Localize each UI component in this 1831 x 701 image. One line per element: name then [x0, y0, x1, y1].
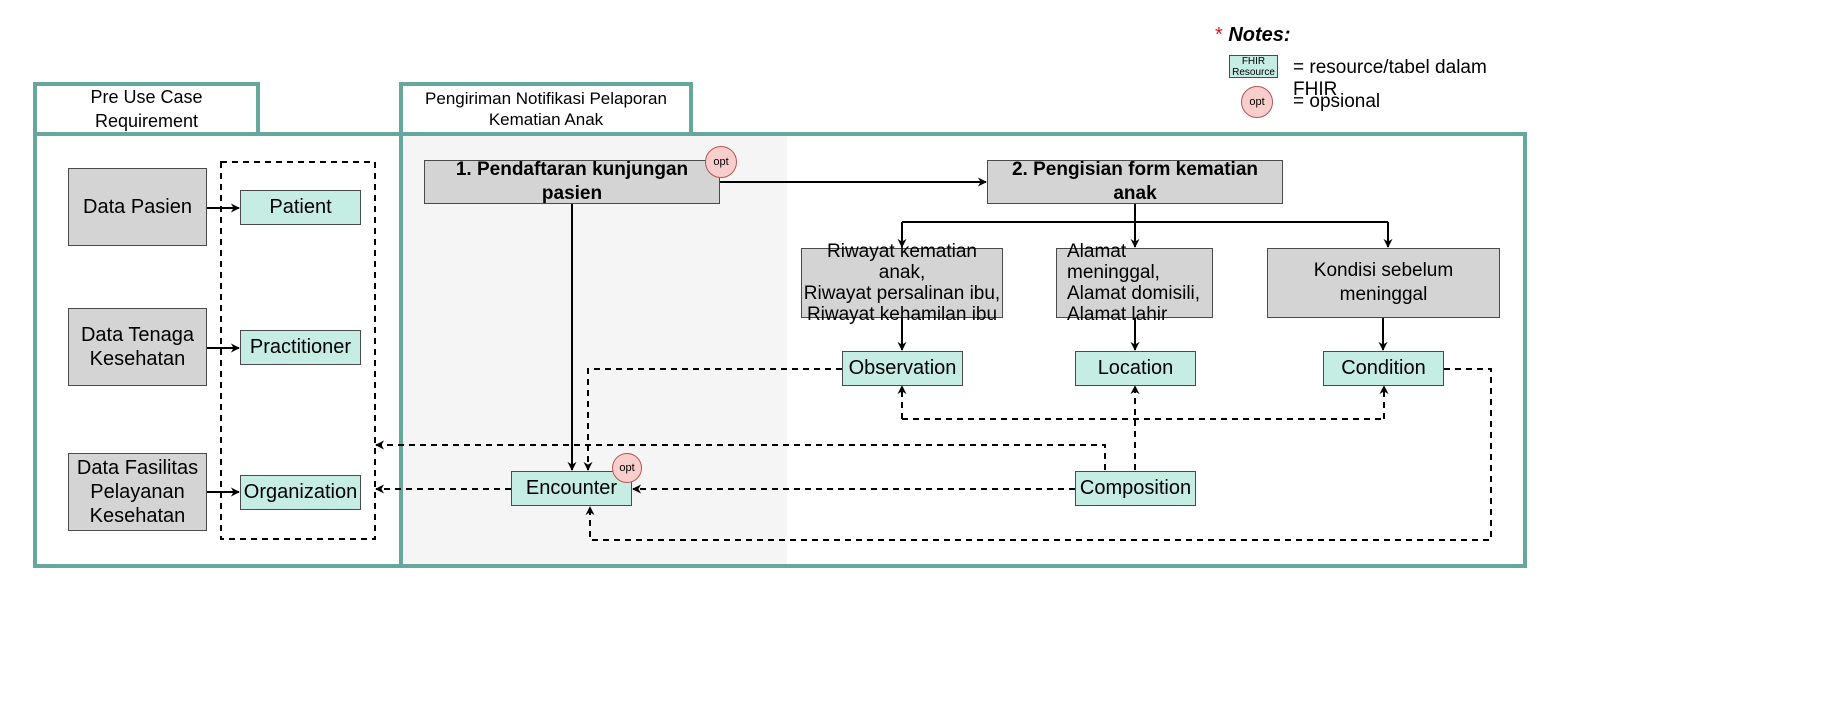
- dash-composition-group: [375, 440, 1106, 470]
- dash-observation-encounter: [583, 368, 842, 471]
- resource-practitioner: Practitioner: [240, 330, 361, 365]
- legend-opt-sample: opt: [1241, 86, 1273, 118]
- resource-composition: Composition: [1075, 471, 1196, 506]
- resource-patient: Patient: [240, 190, 361, 225]
- detail-alamat: Alamat meninggal, Alamat domisili, Alama…: [1056, 241, 1213, 325]
- notification-frame: [399, 132, 1527, 568]
- source-data-fasilitas: Data Fasilitas Pelayanan Kesehatan: [68, 453, 207, 531]
- notes-title-text: Notes:: [1228, 24, 1291, 46]
- step1-opt-badge: opt: [705, 146, 737, 178]
- notes-title: * Notes:: [1215, 24, 1335, 48]
- dash-condition-encounter: [585, 368, 1492, 541]
- resource-organization: Organization: [240, 475, 361, 510]
- step1-pendaftaran: 1. Pendaftaran kunjungan pasien: [424, 159, 720, 204]
- pre-use-case-title: Pre Use Case Requirement: [90, 87, 203, 131]
- legend-opt-desc: = opsional: [1293, 91, 1381, 112]
- resource-location: Location: [1075, 351, 1196, 386]
- resource-encounter: Encounter: [511, 471, 632, 506]
- legend-fhir-sample: FHIR Resource: [1229, 55, 1278, 78]
- source-data-tenaga: Data Tenaga Kesehatan: [68, 308, 207, 386]
- resource-observation: Observation: [842, 351, 963, 386]
- source-data-pasien: Data Pasien: [68, 168, 207, 246]
- detail-riwayat: Riwayat kematian anak, Riwayat persalina…: [801, 241, 1003, 325]
- notification-title: Pengiriman Notifikasi Pelaporan Kematian…: [425, 89, 667, 129]
- detail-kondisi: Kondisi sebelum meninggal: [1267, 248, 1500, 318]
- notes-star: *: [1215, 24, 1223, 46]
- resource-group-box: [220, 161, 376, 540]
- encounter-opt-badge: opt: [612, 453, 642, 483]
- step2-pengisian-form: 2. Pengisian form kematian anak: [987, 159, 1283, 204]
- legend-fhir-desc: = resource/tabel dalam FHIR: [1293, 57, 1487, 100]
- resource-condition: Condition: [1323, 351, 1444, 386]
